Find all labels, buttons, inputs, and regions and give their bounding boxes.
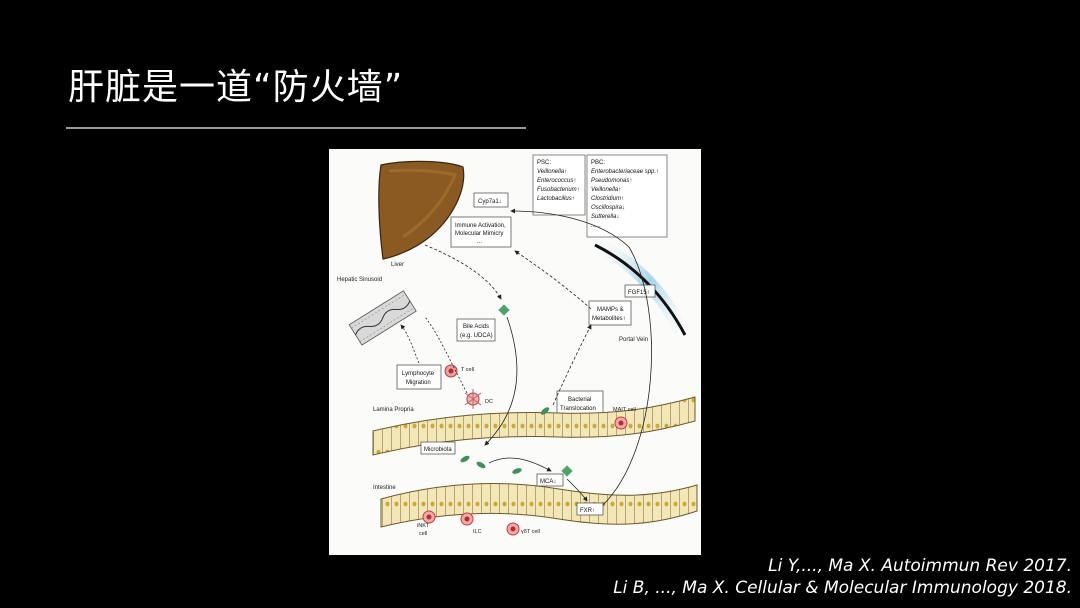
liver-shape xyxy=(378,160,465,260)
slide-title: 肝脏是一道“防火墙” xyxy=(68,67,404,108)
citations: Li Y,..., Ma X. Autoimmun Rev 2017. Li B… xyxy=(613,555,1072,599)
mca-box: MCA↓ xyxy=(536,473,564,487)
lower-epithelium xyxy=(380,483,698,528)
mca-molecule xyxy=(561,465,573,477)
t-cell-label: T cell xyxy=(461,367,474,373)
lymphocyte-migration-box: Lymphocyte Migration xyxy=(396,364,442,390)
pbc-box: PBC: Enterobacteriaceae spp.↑ Pseudomona… xyxy=(586,154,668,238)
arrow-lymphocyte-migration xyxy=(400,324,420,364)
arrow-liver-to-bile xyxy=(424,244,502,300)
arrow-fxr-to-liver xyxy=(510,208,652,506)
psc-item: Lactobacillus↑ xyxy=(537,196,575,202)
title-underline xyxy=(66,127,526,129)
cyp7a1-box: Cyp7a1↓ xyxy=(473,192,509,208)
upper-epithelium xyxy=(372,396,696,456)
mamps-label-line: Metabolites↑ xyxy=(592,316,626,322)
arrow-microbiota-to-mca xyxy=(488,457,552,472)
pbc-item: Veillonella↑ xyxy=(591,187,621,193)
bile-acid-molecule xyxy=(498,304,510,316)
bact-label-line: Translocation xyxy=(560,406,596,412)
cyp7a1-label: Cyp7a1↓ xyxy=(478,199,502,205)
bacterium xyxy=(540,407,550,415)
mait-cell-label: MAIT cell xyxy=(613,407,636,413)
portal-vein-shape xyxy=(591,239,689,339)
fxr-box: FXR↑ xyxy=(576,502,604,516)
lympho-label-line: Lymphocyte xyxy=(402,371,435,377)
bact-label-line: Bacterial xyxy=(568,397,591,403)
lamina-propria-label: Lamina Propria xyxy=(373,407,414,413)
citation-2: Li B, ..., Ma X. Cellular & Molecular Im… xyxy=(613,578,1072,598)
fgf15-box: FGF15↑ xyxy=(624,284,656,298)
arrow-bile-to-microbiota xyxy=(484,316,518,446)
bacterium xyxy=(512,468,522,474)
bacterium xyxy=(460,455,470,463)
arrow-translocation xyxy=(552,324,592,406)
psc-item: Fusobacterium↑ xyxy=(537,187,580,193)
psc-item: Enterococcus↑ xyxy=(537,178,576,184)
psc-box: PSC: Veillonella↑ Enterococcus↑ Fusobact… xyxy=(532,154,586,216)
gdt-cell-label: γδT cell xyxy=(521,529,540,535)
arrow-mca-to-fxr xyxy=(566,478,588,502)
pbc-item: Enterobacteriaceae spp.↑ xyxy=(591,169,659,175)
fxr-label: FXR↑ xyxy=(580,508,595,514)
immune-label-line: Molecular Mimicry xyxy=(455,231,503,237)
bile-acids-box: Bile Acids (e.g. UDCA) xyxy=(456,318,496,342)
mamps-box: MAMPs & Metabolites↑ xyxy=(588,300,632,326)
pbc-item: Clostridium↑ xyxy=(591,196,624,202)
pbc-title: PBC: xyxy=(591,160,605,166)
microbiota-box: Microbiota xyxy=(420,441,456,455)
bacterial-translocation-box: Bacterial Translocation xyxy=(556,390,604,416)
bile-label-line: Bile Acids xyxy=(463,324,489,330)
lympho-label-line: Migration xyxy=(406,380,431,386)
bile-label-line: (e.g. UDCA) xyxy=(460,333,493,339)
immune-activation-box: Immune Activation, Molecular Mimicry ... xyxy=(450,216,512,248)
arrow-dc-to-sinusoid xyxy=(424,316,468,394)
pbc-item: Sutterella↓ xyxy=(591,214,619,220)
ilc-label: ILC xyxy=(473,529,482,535)
hepatic-sinusoid-label: Hepatic Sinusoid xyxy=(337,277,382,283)
dc-label: DC xyxy=(485,399,493,405)
portal-vein-label: Portal Vein xyxy=(619,337,648,343)
inkt-cell-label: iNKT xyxy=(417,523,430,529)
mamps-label-line: MAMPs & xyxy=(597,307,624,313)
fgf15-label: FGF15↑ xyxy=(628,290,650,296)
immune-label-line: Immune Activation, xyxy=(455,223,506,229)
liver-label: Liver xyxy=(391,262,404,268)
hepatic-sinusoid-vessel xyxy=(348,290,417,346)
psc-title: PSC: xyxy=(537,160,551,166)
figure-canvas: Liver Hepatic Sinusoid Portal Vein PSC: … xyxy=(337,154,698,537)
pbc-item: Oscillospira↓ xyxy=(591,205,625,211)
intestine-label: Intestine xyxy=(373,485,396,491)
citation-1: Li Y,..., Ma X. Autoimmun Rev 2017. xyxy=(768,556,1072,576)
psc-item: Veillonella↑ xyxy=(537,169,567,175)
mca-label: MCA↓ xyxy=(540,479,556,485)
arrow-mamps-to-immune xyxy=(514,250,592,310)
immune-label-line: ... xyxy=(477,239,482,245)
inkt-cell-label: cell xyxy=(419,531,427,537)
bacterium xyxy=(476,461,486,469)
microbiota-label: Microbiota xyxy=(424,447,452,453)
gut-liver-axis-figure: Liver Hepatic Sinusoid Portal Vein PSC: … xyxy=(329,149,701,555)
pbc-item: Pseudomonas↑ xyxy=(591,178,632,184)
